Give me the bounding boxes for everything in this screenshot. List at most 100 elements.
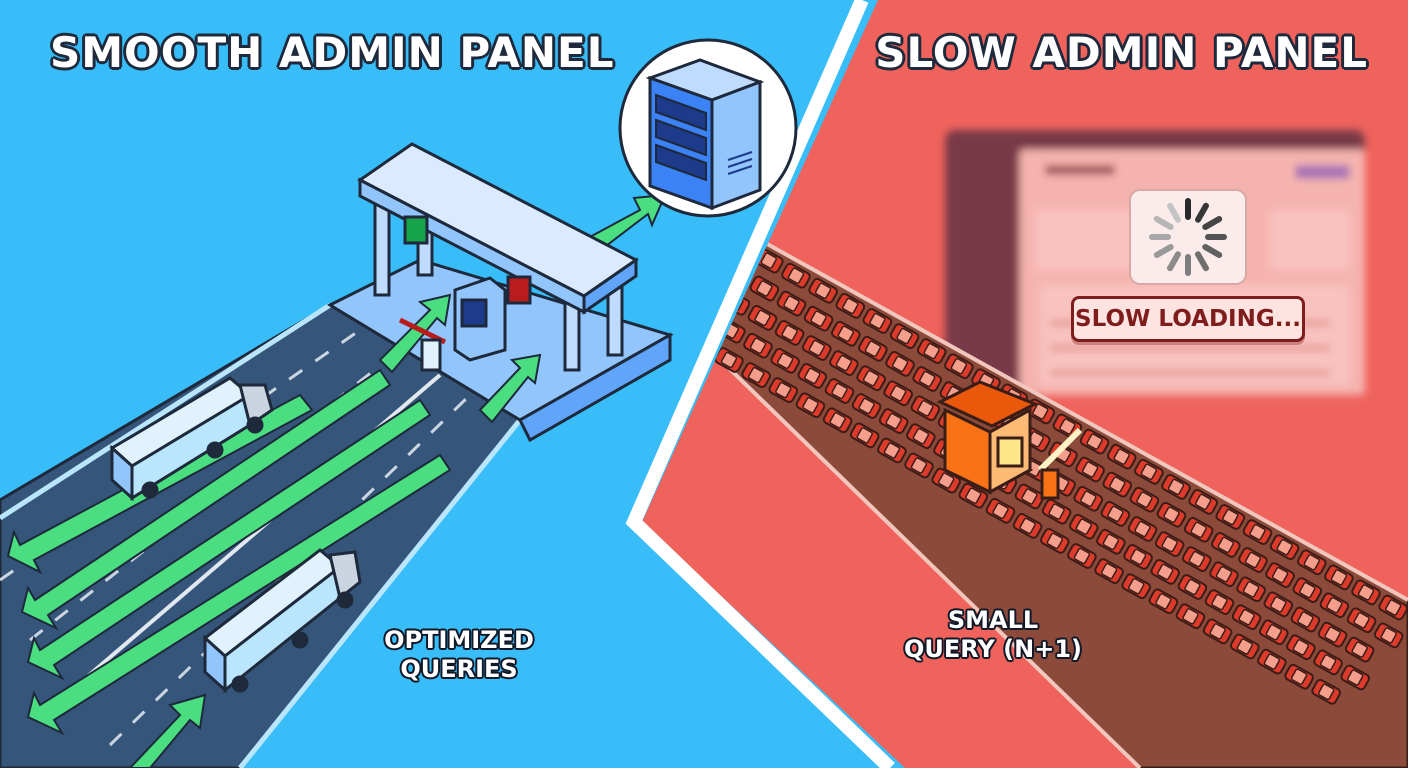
car-icon [741,362,772,388]
green-arrow-icon [6,193,667,768]
car-icon [1319,592,1350,619]
car-icon [849,422,880,449]
car-icon [1209,561,1239,588]
car-icon [944,353,974,380]
caption-line: OPTIMIZED [384,626,534,654]
car-icon [1100,501,1131,527]
car-icon [862,308,893,334]
car-icon [835,293,866,319]
car-icon [1265,562,1295,588]
car-icon [916,338,947,364]
toll-booth-icon [936,380,1083,500]
car-icon [774,320,805,346]
car-icon [1075,456,1105,483]
right-panel-title: SLOW ADMIN PANEL [875,28,1368,77]
car-icon [1317,621,1348,648]
car-icon [877,437,907,464]
car-icon [797,363,828,389]
car-icon [1258,619,1289,646]
car-icon [781,262,811,289]
car-icon [1150,559,1181,585]
car-icon [883,380,914,407]
truck-icon [109,376,274,502]
car-icon [958,482,989,509]
loading-spinner-icon [1129,189,1247,285]
car-icon [889,323,920,349]
car-icon [1121,573,1152,600]
car-icon [1286,634,1316,661]
car-icon [801,335,832,361]
car-icon [770,347,801,374]
car-icon [878,408,909,434]
car-icon [714,347,744,373]
car-icon [822,407,853,434]
server-icon [618,38,798,218]
left-panel-caption: OPTIMIZED QUERIES [384,626,534,684]
car-icon [1039,528,1070,554]
car-icon [747,305,778,331]
car-icon [1096,528,1126,555]
car-icon [1123,544,1153,570]
car-icon [1073,485,1104,512]
car-icon [1127,516,1158,542]
car-icon [1344,636,1375,663]
car-icon [1346,607,1377,634]
car-icon [1231,604,1262,631]
toll-booth-icon [357,142,639,372]
car-icon [1242,519,1273,545]
car-icon [1148,588,1179,615]
car-icon [1324,564,1354,591]
car-icon [776,290,807,317]
car-icon [1129,486,1160,513]
car-icon [1202,618,1233,645]
car-icon [1373,622,1404,649]
car-icon [749,275,780,302]
caption-line: SMALL [947,606,1039,634]
car-icon [856,365,886,392]
car-icon [803,305,834,332]
caption-line: QUERIES [400,655,518,683]
car-icon [1106,443,1137,470]
car-icon [1204,589,1235,615]
car-icon [1290,606,1321,633]
car-icon [1351,579,1381,606]
car-icon [743,332,773,359]
car-icon [808,277,838,304]
car-icon [1229,633,1260,660]
car-icon [1094,558,1124,584]
car-icon [1292,577,1323,603]
car-icon [985,497,1016,524]
car-icon [1067,543,1097,569]
caption-line: QUERY (N+1) [903,635,1083,663]
car-icon [1236,576,1266,603]
car-icon [1154,531,1185,557]
car-icon [1161,474,1191,500]
car-icon [1177,574,1208,600]
panel-divider [625,0,895,768]
slow-loading-badge: SLOW LOADING... [1071,296,1305,342]
car-icon [904,452,934,479]
car-icon [1014,483,1045,510]
truck-icon [202,548,362,694]
car-icon [1102,471,1133,498]
car-icon [829,350,859,376]
car-icon [1156,501,1187,528]
car-icon [1257,648,1287,675]
car-icon [1296,549,1327,576]
car-icon [1134,458,1164,485]
car-icon [1215,504,1246,530]
car-icon [830,320,861,347]
car-icon [910,395,941,422]
car-icon [1068,513,1099,540]
car-icon [912,366,943,392]
car-icon [1269,534,1300,561]
car-icon [1311,678,1342,705]
left-panel-title: SMOOTH ADMIN PANEL [50,28,615,77]
car-icon [1188,489,1219,515]
car-icon [824,378,855,404]
car-icon [851,393,882,419]
car-icon [1313,649,1343,676]
car-icon [1210,532,1241,558]
